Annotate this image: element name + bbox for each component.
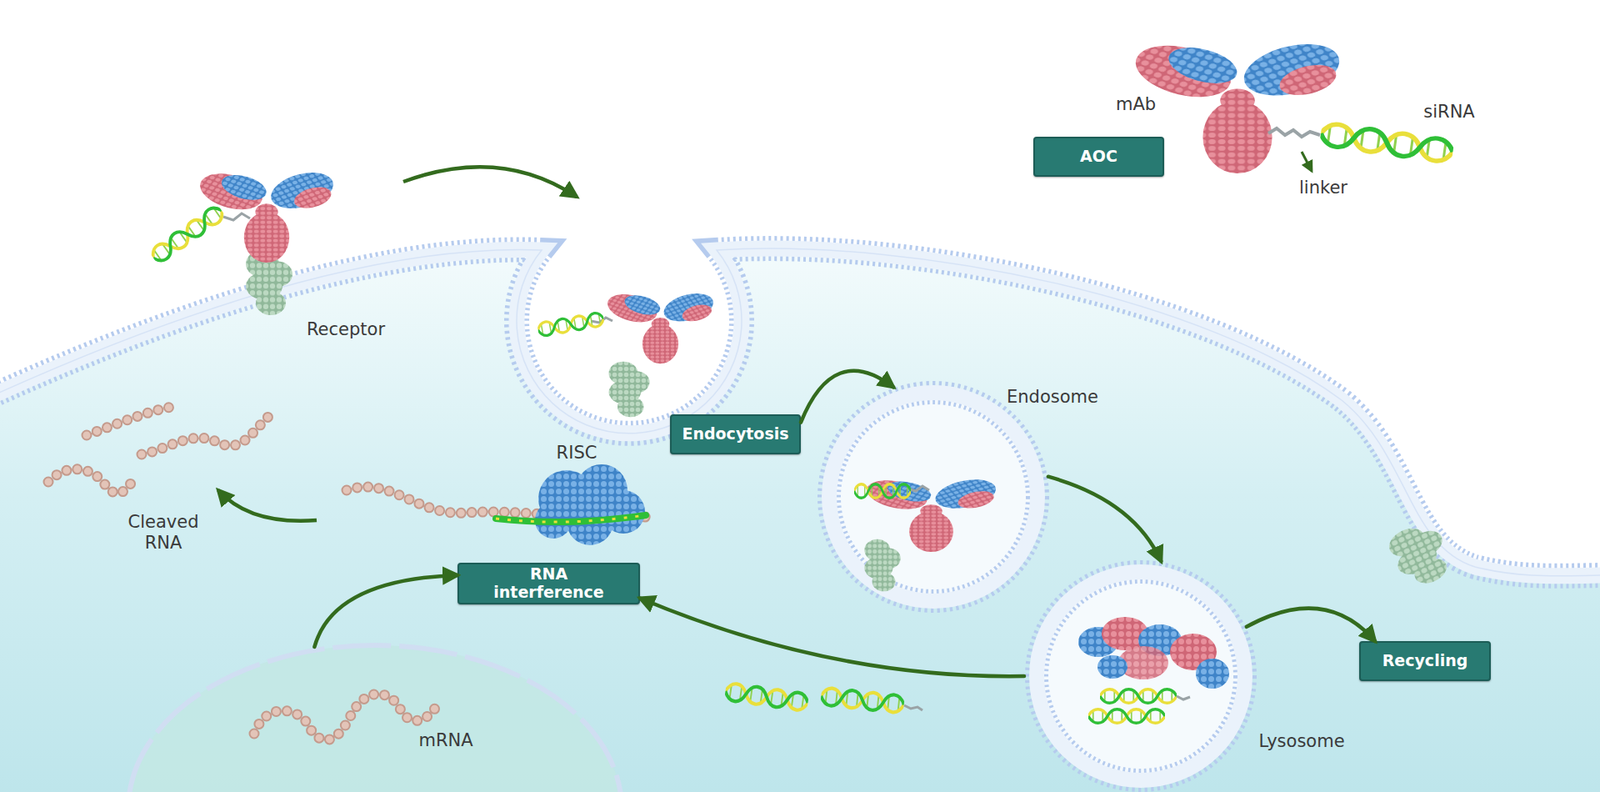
- membrane-ring: [829, 392, 1038, 601]
- antibody: [858, 473, 1005, 552]
- sirna-duplex: [148, 203, 226, 265]
- nucleus-outline: [125, 641, 625, 792]
- node-label: mRNA: [408, 730, 484, 751]
- membrane-core: [1036, 571, 1245, 780]
- conjugate-box: AOC: [1033, 136, 1165, 177]
- process-box: RNA interference: [457, 562, 640, 605]
- linker-chain: [907, 485, 930, 491]
- receptor: [609, 361, 650, 418]
- lysosome-vesicle: Lysosome: [1024, 559, 1258, 792]
- sirna-duplex: [854, 484, 911, 499]
- endosome-vesicle: Endosome: [816, 380, 1050, 614]
- vesicle-outline: [1024, 559, 1258, 792]
- membrane-core: [829, 392, 1038, 601]
- process-arrow: [1246, 608, 1375, 641]
- linker-chain: [223, 213, 250, 220]
- released-sirna: [724, 682, 923, 714]
- linker-chain: [590, 317, 613, 323]
- process-box: Recycling: [1359, 640, 1491, 681]
- receptor: [864, 539, 900, 592]
- antibody: [191, 165, 342, 263]
- process-arrow: [800, 370, 894, 423]
- part-label: linker: [1281, 177, 1365, 199]
- process-box: Endocytosis: [670, 414, 801, 455]
- recycled-receptor: [1385, 516, 1458, 593]
- antibody-oligo-conjugate: [1122, 33, 1455, 174]
- endosomal-conjugate: [854, 473, 1005, 591]
- sirna-duplex: [536, 311, 605, 337]
- sirna-duplex: [724, 682, 810, 712]
- membrane-ring: [1036, 571, 1245, 780]
- antibody: [600, 287, 720, 364]
- leader-arrow: [1301, 151, 1312, 171]
- node-label: Lysosome: [1239, 730, 1365, 752]
- receptor: [245, 250, 293, 315]
- cleaved-rna: [48, 405, 271, 494]
- process-arrow: [1048, 476, 1161, 561]
- linker-chain: [1268, 128, 1320, 137]
- internalising-conjugate: [536, 287, 720, 417]
- part-label: mAb: [1098, 94, 1174, 115]
- box-label: Recycling: [1382, 651, 1469, 670]
- box-label: AOC: [1080, 147, 1118, 166]
- sirna-duplex: [820, 686, 905, 713]
- vesicle-outline: [816, 380, 1050, 614]
- box-label: RNA interference: [490, 565, 608, 602]
- lysosome-contents: [1078, 616, 1230, 723]
- sirna-duplex: [1319, 122, 1455, 164]
- node-label: Endosome: [991, 386, 1114, 408]
- antibody: [1122, 33, 1353, 174]
- sirna-duplex: [1100, 689, 1177, 704]
- nucleus-shape: mRNA: [125, 641, 625, 792]
- nuclear-mrna: [254, 694, 438, 740]
- risc-complex: [346, 464, 646, 545]
- cleavage-arrow: [218, 490, 317, 521]
- cell-membrane: [0, 248, 1600, 576]
- process-arrow: [314, 575, 458, 647]
- nuclear-envelope: [128, 645, 622, 792]
- box-label: Endocytosis: [681, 425, 789, 444]
- binding-arrow: [403, 166, 577, 197]
- part-label: siRNA: [1407, 101, 1491, 123]
- bound-conjugate: [148, 165, 342, 315]
- process-arrow: [640, 598, 1025, 677]
- sirna-duplex: [1088, 709, 1165, 724]
